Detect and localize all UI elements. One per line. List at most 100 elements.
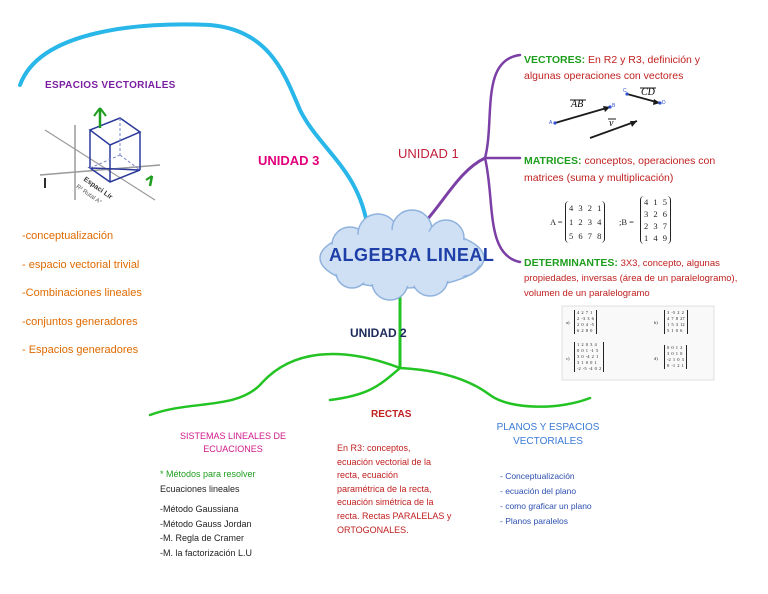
matrix-row: 4 2 7 1	[577, 310, 593, 315]
determinantes-desc-line3: volumen de un paralelogramo	[524, 288, 650, 299]
unit3-label[interactable]: UNIDAD 3	[258, 153, 320, 168]
matrix-row: -2 1 0 3	[667, 357, 684, 362]
matrix-b: 4 1 5 3 2 6 2 3 7 1 4 9	[640, 196, 671, 244]
rectas-title[interactable]: RECTAS	[371, 409, 412, 420]
matrix-row: 0 0 1 -1 5	[577, 348, 599, 353]
list-item: - Espacios generadores	[22, 344, 139, 356]
unit1-label[interactable]: UNIDAD 1	[398, 146, 459, 161]
matrix-row: 5 6 7 8	[569, 231, 602, 241]
list-item: paramétrica de la recta,	[337, 483, 432, 494]
determinant-b: 3 -5 2 2 4 7 8 27 1 5 3 12 5 1 0 6	[664, 310, 688, 334]
list-item: - Conceptualización	[500, 471, 575, 481]
matrix-row: 1 4 9	[644, 233, 667, 243]
vector-ab-label: AB	[571, 99, 584, 110]
matrix-row: 2 0 4 -5	[577, 322, 594, 327]
list-item: recta, ecuación	[337, 470, 399, 481]
determinant-c: 1 2 0 3 4 0 0 1 -1 5 3 0 -4 2 1 3 1 0 0 …	[574, 342, 605, 372]
list-item: - Planos paralelos	[500, 516, 569, 526]
planos-title[interactable]: PLANOS Y ESPACIOS VECTORIALES	[480, 421, 616, 449]
list-item: - ecuación del plano	[500, 486, 577, 496]
matrix-row: 6 2 8 0	[577, 328, 593, 333]
determinants-figure-frame	[561, 305, 715, 381]
list-item: -M. la factorización L.U	[160, 547, 253, 558]
determinantes-topic[interactable]: DETERMINANTES: 3X3, concepto, algunas pr…	[524, 256, 737, 301]
center-cloud-shape	[319, 209, 485, 301]
point-c-label: C	[623, 88, 627, 94]
matrices-desc-line1: conceptos, operaciones con	[584, 155, 716, 167]
espacios-vectoriales-list: -conceptualización - espacio vectorial t…	[22, 222, 142, 365]
list-item: -Método Gaussiana	[160, 504, 239, 514]
unit1-sub-branch-vectores	[483, 53, 522, 160]
planos-list: - Conceptualización - ecuación del plano…	[500, 469, 592, 529]
unit3-branch-line	[18, 22, 370, 232]
matrix-row: 4 1 5	[644, 197, 667, 207]
unit1-sub-branch-determinantes	[483, 156, 522, 264]
list-item: En R3: conceptos,	[337, 443, 411, 453]
matrices-topic[interactable]: MATRICES: conceptos, operaciones con mat…	[524, 153, 715, 187]
list-item: - como graficar un plano	[500, 501, 592, 511]
determinant-part-label: b)	[654, 320, 658, 325]
determinantes-desc-line2: propiedades, inversas (área de un parale…	[524, 273, 738, 284]
matrix-row: 0 0 1 2	[667, 345, 683, 350]
list-item: - espacio vectorial trivial	[22, 258, 140, 271]
matrix-row: 1 2 3 4	[569, 217, 602, 227]
matrix-row: 1 2 0 3 4	[577, 342, 597, 347]
determinant-part-label: d)	[654, 356, 658, 361]
vector-v-label: v	[609, 118, 614, 129]
center-title[interactable]: ALGEBRA LINEAL	[329, 245, 495, 265]
determinant-a: 4 2 7 1 2 -3 3 6 2 0 4 -5 6 2 8 0	[574, 310, 597, 334]
rectas-desc: En R3: conceptos, ecuación vectorial de …	[337, 442, 451, 537]
sistemas-title-line1: SISTEMAS LINEALES DE	[179, 431, 287, 441]
list-item: -conceptualización	[22, 230, 114, 242]
unit2-sub-branch-planos	[398, 366, 592, 408]
matrix-row: 1 5 3 12	[667, 322, 685, 327]
vectores-topic[interactable]: VECTORES: En R2 y R3, definición y algun…	[524, 52, 700, 84]
list-item: -M. Regla de Cramer	[160, 533, 245, 543]
vectors-figure	[538, 86, 668, 144]
vector-cd-label: CD	[641, 87, 655, 98]
matrix-row: 2 3 7	[644, 221, 667, 231]
point-a-label: A	[549, 120, 553, 126]
list-item: Ecuaciones lineales	[160, 483, 240, 494]
planos-title-line1: PLANOS Y ESPACIOS	[496, 422, 600, 433]
matrix-row: 3 0 -4 2 1	[577, 354, 599, 359]
matrix-row: 4 3 2 1	[569, 203, 602, 213]
list-item: ecuación vectorial de la	[337, 456, 432, 467]
determinantes-title: DETERMINANTES:	[524, 257, 618, 269]
cube-3d-figure	[39, 107, 161, 201]
matrix-a: 4 3 2 1 1 2 3 4 5 6 7 8	[565, 201, 606, 243]
matrix-row: 3 -5 2 2	[667, 310, 684, 315]
list-item: -Método Gauss Jordan	[160, 518, 252, 529]
unit2-label[interactable]: UNIDAD 2	[350, 326, 407, 340]
espacios-vectoriales-title[interactable]: ESPACIOS VECTORIALES	[45, 80, 176, 91]
list-item: -conjuntos generadores	[22, 315, 138, 328]
matrix-row: 5 1 0 6	[667, 328, 683, 333]
sistemas-list: * Métodos para resolver Ecuaciones linea…	[160, 467, 256, 560]
matrices-title: MATRICES:	[524, 155, 582, 167]
sistemas-title-line2: ECUACIONES	[203, 444, 263, 454]
matrix-example: A = 4 3 2 1 1 2 3 4 5 6 7 8 ;B = 4 1 5 3…	[550, 196, 678, 245]
matrix-row: 3 0 1 0	[667, 351, 683, 356]
determinant-part-label: c)	[566, 356, 570, 361]
matrix-row: 2 -3 3 6	[577, 316, 594, 321]
list-item: ecuación simétrica de la	[337, 497, 434, 508]
list-item: -Combinaciones lineales	[22, 287, 142, 299]
matrices-desc-line2: matrices (suma y multiplicación)	[524, 172, 674, 184]
vectores-desc-line1: En R2 y R3, definición y	[588, 54, 701, 66]
matrix-row: 4 7 8 27	[667, 316, 685, 321]
list-item: ORTOGONALES.	[337, 524, 409, 535]
determinant-d: 0 0 1 2 3 0 1 0 -2 1 0 3 0 -1 2 1	[664, 345, 687, 369]
list-item: * Métodos para resolver	[160, 469, 256, 479]
point-b-label: B	[612, 103, 616, 109]
matrix-row: 3 2 6	[644, 209, 667, 219]
list-item: recta. Rectas PARALELAS y	[337, 510, 452, 521]
matrix-b-label: ;B =	[619, 217, 634, 227]
vectores-desc-line2: algunas operaciones con vectores	[524, 70, 684, 82]
vectores-title: VECTORES:	[524, 54, 586, 66]
unit2-sub-branch-sistemas	[148, 352, 402, 417]
matrix-row: -2 -5 -4 0 2	[577, 366, 602, 371]
matrix-row: 0 -1 2 1	[667, 363, 684, 368]
determinant-part-label: a)	[566, 320, 570, 325]
sistemas-title[interactable]: SISTEMAS LINEALES DE ECUACIONES	[168, 430, 298, 456]
